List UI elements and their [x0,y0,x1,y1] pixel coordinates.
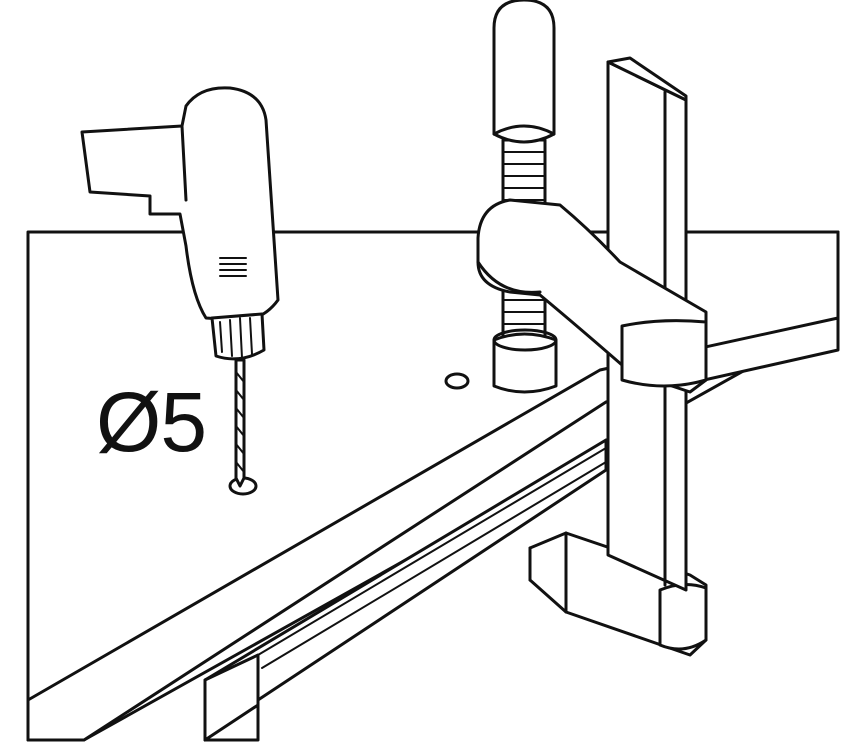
table-top [26,230,840,742]
pilot-hole [444,372,470,390]
support-rail [203,438,608,742]
clamp-upper-arm [476,198,708,394]
drill [80,86,280,488]
clamp-handle[interactable] [492,0,556,144]
drill-diameter-label: Ø5 [96,375,207,469]
